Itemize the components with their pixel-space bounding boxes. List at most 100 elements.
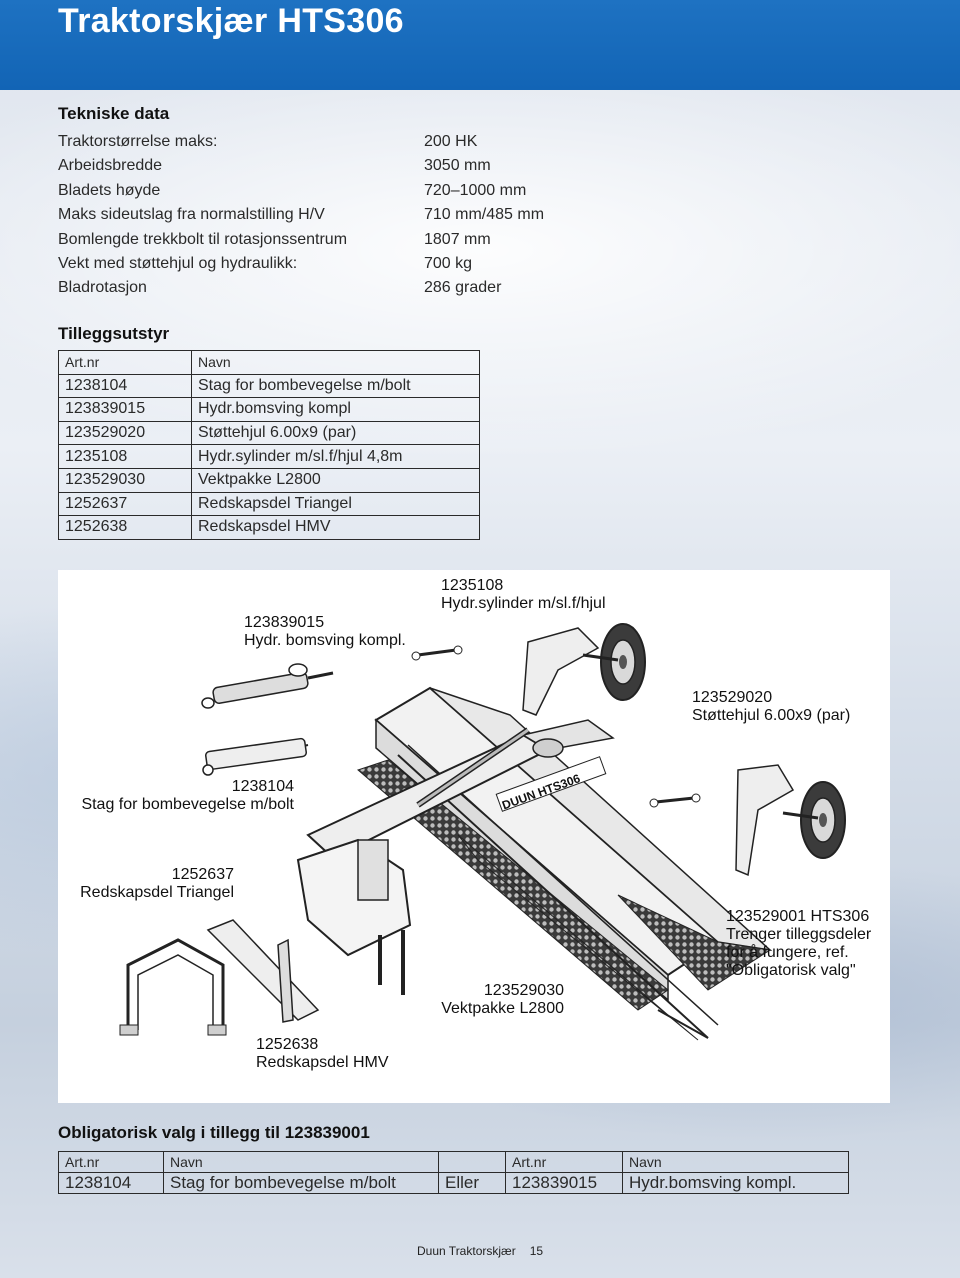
callout-artnr: 1235108 xyxy=(441,577,504,594)
spec-value: 1807 mm xyxy=(424,230,491,248)
column-header-artnr: Art.nr xyxy=(58,1151,164,1173)
mandatory-table: Art.nr Navn Art.nr Navn 1238104 Stag for… xyxy=(58,1151,849,1194)
spec-value: 710 mm/485 mm xyxy=(424,206,545,224)
callout-text: Redskapsdel Triangel xyxy=(80,884,234,901)
callout-artnr: 123529020 xyxy=(692,689,773,706)
spec-label: Vekt med støttehjul og hydraulikk: xyxy=(58,254,298,272)
callout-text: for å fungere, ref. xyxy=(726,944,849,961)
stag-rod xyxy=(202,737,309,776)
navn-cell: Støttehjul 6.00x9 (par) xyxy=(191,420,480,446)
artnr-cell: 1238104 xyxy=(58,373,192,399)
spec-label: Maks sideutslag fra normalstilling H/V xyxy=(58,206,325,224)
column-header-navn: Navn xyxy=(163,1151,439,1173)
navn-cell-2: Hydr.bomsving kompl. xyxy=(622,1172,849,1194)
artnr-cell: 123529030 xyxy=(58,467,192,493)
spec-label: Bladets høyde xyxy=(58,181,161,199)
callout-artnr: 1252637 xyxy=(171,866,234,883)
callout-123839015: 123839015 Hydr. bomsving kompl. xyxy=(244,614,406,650)
bomsving-cylinder xyxy=(201,663,334,709)
callout-artnr: 1238104 xyxy=(231,778,294,795)
support-wheel-upper xyxy=(522,623,646,716)
artnr-cell: 123839015 xyxy=(58,397,192,422)
eller-cell: Eller xyxy=(438,1172,506,1194)
spec-row: Traktorstørrelse maks: 200 HK xyxy=(58,130,618,154)
column-header-artnr: Art.nr xyxy=(58,350,192,375)
spec-value: 286 grader xyxy=(424,279,502,297)
callout-123529020: 123529020 Støttehjul 6.00x9 (par) xyxy=(692,689,850,725)
table-header-row: Art.nr Navn Art.nr Navn xyxy=(58,1151,849,1173)
navn-cell: Stag for bombevegelse m/bolt xyxy=(163,1172,439,1194)
spec-row: Vekt med støttehjul og hydraulikk: 700 kg xyxy=(58,252,618,276)
navn-cell: Vektpakke L2800 xyxy=(191,467,480,493)
spec-value: 200 HK xyxy=(424,133,478,150)
spec-row: Bomlengde trekkbolt til rotasjonssentrum… xyxy=(58,228,618,252)
callout-text: "Obligatorisk valg" xyxy=(726,962,856,979)
page-number: 15 xyxy=(529,1244,544,1258)
spec-label: Bladrotasjon xyxy=(58,279,147,297)
callout-123529001: 123529001 HTS306 Trenger tilleggsdeler f… xyxy=(726,908,871,980)
pin-parts xyxy=(411,645,701,808)
spec-value: 700 kg xyxy=(424,254,473,272)
spec-row: Bladets høyde 720–1000 mm xyxy=(58,179,618,203)
navn-cell: Redskapsdel HMV xyxy=(191,515,480,540)
diagram-drawing: DUUN HTS306 xyxy=(119,623,846,1041)
tech-heading: Tekniske data xyxy=(58,104,170,123)
column-header-eller xyxy=(438,1151,506,1173)
navn-cell: Hydr.sylinder m/sl.f/hjul 4,8m xyxy=(191,444,480,469)
spec-row: Bladrotasjon 286 grader xyxy=(58,276,618,300)
callout-artnr: 123529001 HTS306 xyxy=(726,908,870,925)
callout-text: Stag for bombevegelse m/bolt xyxy=(81,796,294,813)
exploded-diagram: DUUN HTS306 xyxy=(58,570,890,1103)
navn-cell: Stag for bombevegelse m/bolt xyxy=(191,373,480,399)
spec-row: Maks sideutslag fra normalstilling H/V 71… xyxy=(58,203,618,227)
spec-label: Traktorstørrelse maks: xyxy=(58,133,218,150)
navn-cell: Hydr.bomsving kompl xyxy=(191,397,480,422)
header-band: Traktorskjær HTS306 xyxy=(0,0,960,90)
artnr-cell: 1238104 xyxy=(58,1172,164,1194)
spec-value: 720–1000 mm xyxy=(424,181,527,199)
callout-text: Støttehjul 6.00x9 (par) xyxy=(692,707,851,724)
callout-1252638: 1252638 Redskapsdel HMV xyxy=(256,1036,389,1072)
column-header-artnr-2: Art.nr xyxy=(505,1151,623,1173)
navn-cell: Redskapsdel Triangel xyxy=(191,491,480,517)
artnr-cell: 1235108 xyxy=(58,444,192,469)
artnr-cell: 123529020 xyxy=(58,420,192,446)
artnr-cell-2: 123839015 xyxy=(505,1172,623,1194)
callout-artnr: 1252638 xyxy=(256,1036,319,1053)
callout-1235108: 1235108 Hydr.sylinder m/sl.f/hjul xyxy=(441,577,606,613)
page-title: Traktorskjær HTS306 xyxy=(58,2,404,40)
table-row: 1238104 Stag for bombevegelse m/bolt Ell… xyxy=(58,1172,849,1194)
artnr-cell: 1252637 xyxy=(58,491,192,517)
callout-text: Hydr.sylinder m/sl.f/hjul xyxy=(441,595,606,612)
coupling-triangle xyxy=(119,938,227,1036)
callout-text: Trenger tilleggsdeler xyxy=(726,926,872,943)
spec-label: Bomlengde trekkbolt til rotasjonssentrum xyxy=(58,230,348,248)
callout-1252637: 1252637 Redskapsdel Triangel xyxy=(70,866,234,902)
callout-text: Vektpakke L2800 xyxy=(441,1000,564,1017)
callout-1238104: 1238104 Stag for bombevegelse m/bolt xyxy=(70,778,294,814)
table-header-row: Art.nr Navn xyxy=(58,350,480,375)
page-footer: Duun Traktorskjær 15 xyxy=(417,1244,543,1258)
callout-text: Redskapsdel HMV xyxy=(256,1054,389,1071)
callout-123529030: 123529030 Vektpakke L2800 xyxy=(436,982,564,1018)
callout-text: Hydr. bomsving kompl. xyxy=(244,632,406,649)
column-header-navn: Navn xyxy=(191,350,480,375)
footer-text: Duun Traktorskjær xyxy=(417,1244,516,1258)
spec-value: 3050 mm xyxy=(424,157,491,175)
accessories-heading: Tilleggsutstyr xyxy=(58,324,170,343)
column-header-navn-2: Navn xyxy=(622,1151,849,1173)
callout-artnr: 123529030 xyxy=(483,982,564,999)
callout-artnr: 123839015 xyxy=(244,614,325,631)
spec-row: Arbeidsbredde 3050 mm xyxy=(58,154,618,178)
tech-spec-list: Traktorstørrelse maks: 200 HK Arbeidsbred… xyxy=(58,130,618,301)
spec-label: Arbeidsbredde xyxy=(58,157,163,175)
mandatory-heading: Obligatorisk valg i tillegg til 12383900… xyxy=(58,1123,370,1142)
